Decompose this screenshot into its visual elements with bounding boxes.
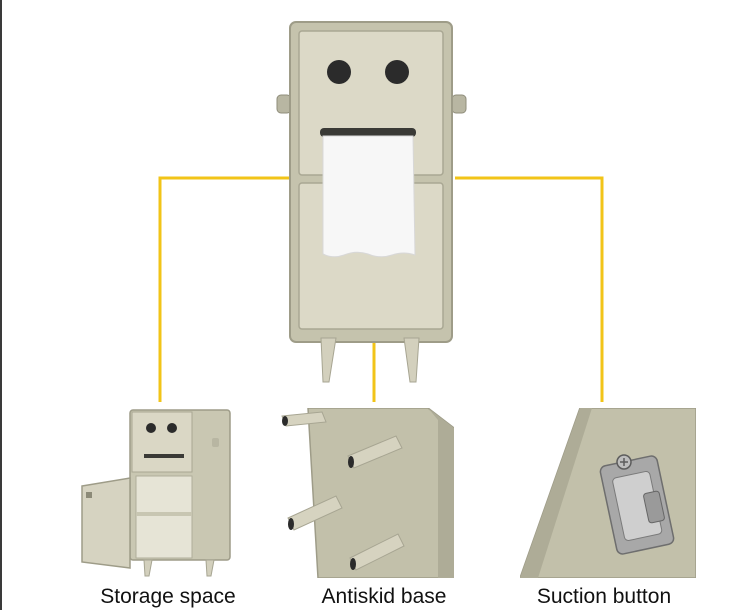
left-edge-rule	[0, 0, 2, 610]
front-left-leg	[320, 337, 337, 383]
right-knob	[451, 94, 467, 114]
antiskid-base-panel	[278, 408, 454, 578]
callout-lines	[158, 176, 604, 402]
storage-space-panel	[78, 408, 254, 578]
suction-button-image	[520, 408, 696, 578]
suction-bracket	[599, 454, 675, 555]
main-cabinet	[276, 21, 467, 383]
antiskid-base-image	[278, 408, 454, 578]
left-eye-hole	[327, 60, 351, 84]
suction-button-panel	[520, 408, 696, 578]
front-right-leg	[403, 337, 420, 383]
storage-space-image	[81, 409, 231, 577]
callout-line-suction	[455, 176, 604, 402]
tissue-paper	[322, 135, 416, 258]
caption-storage-space: Storage space	[100, 585, 236, 608]
callout-line-storage	[158, 176, 290, 402]
caption-suction-button: Suction button	[536, 585, 672, 608]
right-eye-hole	[385, 60, 409, 84]
tissue-slot	[320, 128, 416, 137]
caption-antiskid-base: Antiskid base	[321, 585, 447, 608]
left-knob	[276, 94, 292, 114]
